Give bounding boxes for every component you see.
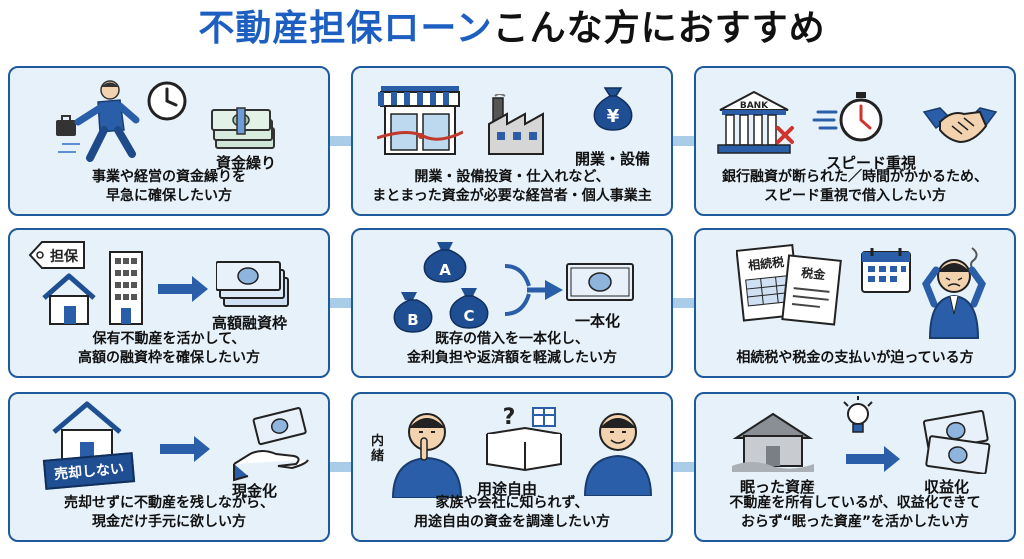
house-icon	[42, 273, 96, 325]
card-large-credit-line: 担保 高額融資枠 保有不動産を活かして、 高額の融資枠を確保したい方	[8, 228, 330, 378]
card-label: 一本化	[575, 312, 621, 330]
card-description: 不動産を所有しているが、収益化できて おらず“眠った資産”を活かしたい方	[729, 495, 981, 530]
hand-receiving-cash-icon	[233, 407, 309, 482]
card-description: 銀行融資が断られた／時間がかかるため、 スピード重視で借入したい方	[722, 169, 988, 204]
card-description: 開業・設備投資・仕入れなど、 まとまった資金が必要な経営者・個人事業主	[372, 169, 652, 204]
banknotes-icon	[922, 410, 991, 474]
lightbulb-icon	[843, 396, 873, 433]
collateral-tag-icon: 担保	[28, 241, 85, 269]
card-opening-equipment: ¥ 開業・設備 開業・設備投資・仕入れなど、 まとまった資金が必要な経営者・個人…	[351, 66, 673, 216]
yen-symbol: ¥	[607, 106, 620, 127]
tax-doc-label: 税金	[801, 265, 827, 283]
collateral-tag-text: 担保	[50, 248, 79, 265]
card-speed: BANK スピード重視 銀行融資が断られた／時間がかかるため、 スピード重視で借…	[694, 66, 1016, 216]
card-label: 現金化	[232, 482, 278, 500]
open-box-question-icon: ?	[486, 405, 562, 472]
bank-sign: BANK	[740, 101, 769, 111]
card-label: 用途自由	[477, 480, 538, 498]
connector-h	[330, 462, 354, 472]
card-description: 既存の借入を一本化し、 金利負担や返済額を軽減したい方	[407, 331, 617, 366]
money-stack-icon	[211, 107, 275, 149]
title-highlight: 不動産担保ローン	[198, 8, 493, 49]
card-label: 開業・設備	[575, 150, 651, 168]
card-description: 事業や経営の資金繰りを 早急に確保したい方	[92, 169, 246, 204]
card-monetize: 眠った資産 収益化 不動産を所有しているが、収益化できて おらず“眠った資産”を…	[694, 392, 1016, 542]
card-description: 相続税や税金の支払いが迫っている方	[736, 350, 974, 366]
connector-h	[330, 136, 354, 146]
tax-documents-icon: 相続税 税金	[736, 243, 842, 326]
arrow-right-icon	[846, 446, 900, 472]
calendar-icon	[861, 248, 911, 293]
connector-h	[668, 298, 694, 308]
bag-a-letter: A	[439, 261, 451, 279]
smiling-person-icon	[583, 413, 653, 496]
clock-icon	[147, 81, 187, 121]
worried-person-icon	[922, 247, 986, 339]
money-stack-icon	[216, 261, 289, 307]
card-description: 家族や会社に知られず、 用途自由の資金を調達したい方	[414, 495, 610, 530]
factory-icon	[488, 94, 544, 155]
banknote-icon	[566, 263, 634, 301]
bag-b-letter: B	[407, 311, 418, 329]
arrow-right-icon	[158, 276, 208, 302]
bag-c-letter: C	[463, 307, 474, 325]
card-description: 保有不動産を活かして、 高額の融資枠を確保したい方	[78, 331, 260, 366]
secret-text: 内 緒	[371, 434, 385, 464]
connector-h	[330, 298, 354, 308]
card-label: 資金繰り	[216, 154, 277, 172]
inheritance-tax-doc-label: 相続税	[747, 254, 784, 273]
card-label: 高額融資枠	[212, 314, 288, 332]
card-description: 売却せずに不動産を残しながら、 現金だけ手元に欲しい方	[64, 495, 274, 530]
merge-arrow-icon	[504, 264, 563, 316]
arrow-right-icon	[160, 436, 210, 462]
person-shushing-icon	[391, 413, 463, 498]
handshake-icon	[922, 107, 998, 144]
card-consolidation: A B C 一本化 既存の借入を一本化し、 金利負担や返済額を軽減したい方	[351, 228, 673, 378]
card-free-use: 内 緒 ? 用途自由 家族や会社に知られず、 用途自由の資金を調達したい方	[351, 392, 673, 542]
card-cash-flow: 資金繰り 事業や経営の資金繰りを 早急に確保したい方	[8, 66, 330, 216]
card-label: スピード重視	[826, 154, 917, 172]
question-mark: ?	[503, 405, 516, 430]
sleeping-house-icon	[732, 412, 814, 472]
card-cash-out: 売却しない 現金化 売却せずに不動産を残しながら、 現金だけ手元に欲しい方	[8, 392, 330, 542]
debt-bags-icon: A B C	[393, 242, 489, 333]
connector-h	[668, 136, 694, 146]
stopwatch-icon	[812, 92, 883, 142]
businessman-running-icon	[56, 80, 140, 162]
storefront-icon	[377, 86, 463, 155]
connector-h	[668, 462, 694, 472]
sleeping-asset-label: 眠った資産	[740, 478, 816, 496]
card-label: 収益化	[924, 478, 970, 496]
bank-building-icon: BANK	[717, 90, 794, 154]
card-inheritance-tax: 相続税 税金 相続税や税金の支払いが迫っている方	[694, 228, 1016, 378]
page-title: 不動産担保ローンこんな方におすすめ	[0, 4, 1024, 54]
do-not-sell-sign: 売却しない	[42, 452, 136, 490]
yen-bag-icon: ¥	[593, 87, 633, 131]
office-building-icon	[109, 251, 143, 325]
title-rest: こんな方におすすめ	[492, 8, 826, 49]
